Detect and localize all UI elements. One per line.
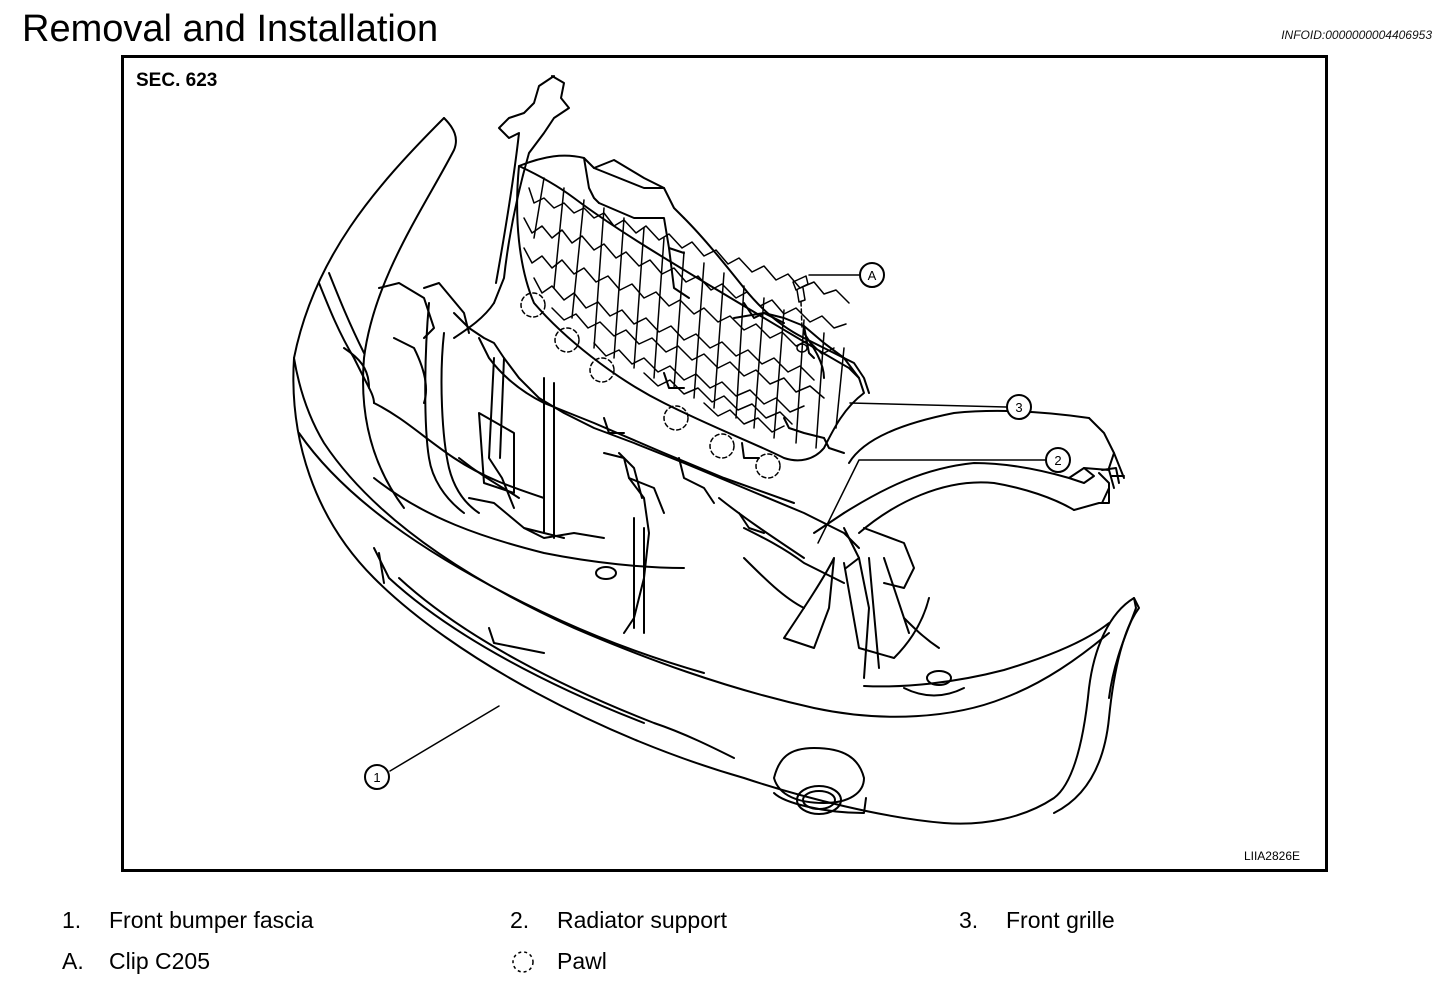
callout-a-label: A bbox=[868, 268, 877, 283]
pawl-marker bbox=[755, 453, 781, 479]
legend-text: Pawl bbox=[557, 948, 607, 974]
callout-3-label: 3 bbox=[1015, 400, 1022, 415]
bumper-assembly-drawing: 1 2 3 A bbox=[292, 75, 1140, 825]
page-title: Removal and Installation bbox=[22, 8, 439, 50]
pawl-marker bbox=[520, 292, 546, 318]
pawl-markers bbox=[520, 292, 781, 479]
dashed-circle-icon bbox=[510, 947, 536, 979]
pawl-marker bbox=[663, 405, 689, 431]
pawl-marker bbox=[554, 327, 580, 353]
leader-lines bbox=[389, 274, 1047, 772]
grille-mesh bbox=[523, 177, 850, 449]
legend-text: Front grille bbox=[1006, 907, 1115, 933]
legend-key: 3. bbox=[959, 907, 979, 933]
callout-a: A bbox=[859, 262, 885, 288]
legend-key: 2. bbox=[510, 907, 530, 933]
callout-2: 2 bbox=[1045, 447, 1071, 473]
figure-code: LIIA2826E bbox=[1243, 849, 1300, 863]
callout-1: 1 bbox=[364, 764, 390, 790]
callout-3: 3 bbox=[1006, 394, 1032, 420]
legend-text: Front bumper fascia bbox=[109, 907, 314, 933]
pawl-marker bbox=[709, 433, 735, 459]
legend-text: Clip C205 bbox=[109, 948, 210, 974]
legend-key: A. bbox=[62, 948, 84, 974]
callout-2-label: 2 bbox=[1054, 453, 1061, 468]
info-id: INFOID:0000000004406953 bbox=[1281, 28, 1432, 42]
front-bumper-fascia-shape bbox=[292, 117, 1140, 825]
radiator-support-shape bbox=[423, 75, 1125, 679]
section-label: SEC. 623 bbox=[136, 70, 218, 91]
front-grille-shape bbox=[516, 154, 870, 462]
clip-a-shape bbox=[792, 275, 809, 353]
illustration-frame: 1 2 3 A SEC. 623 LIIA2826E bbox=[121, 55, 1328, 872]
legend-text: Radiator support bbox=[557, 907, 728, 933]
legend-key: 1. bbox=[62, 907, 82, 933]
callout-1-label: 1 bbox=[373, 770, 380, 785]
pawl-marker bbox=[589, 357, 615, 383]
